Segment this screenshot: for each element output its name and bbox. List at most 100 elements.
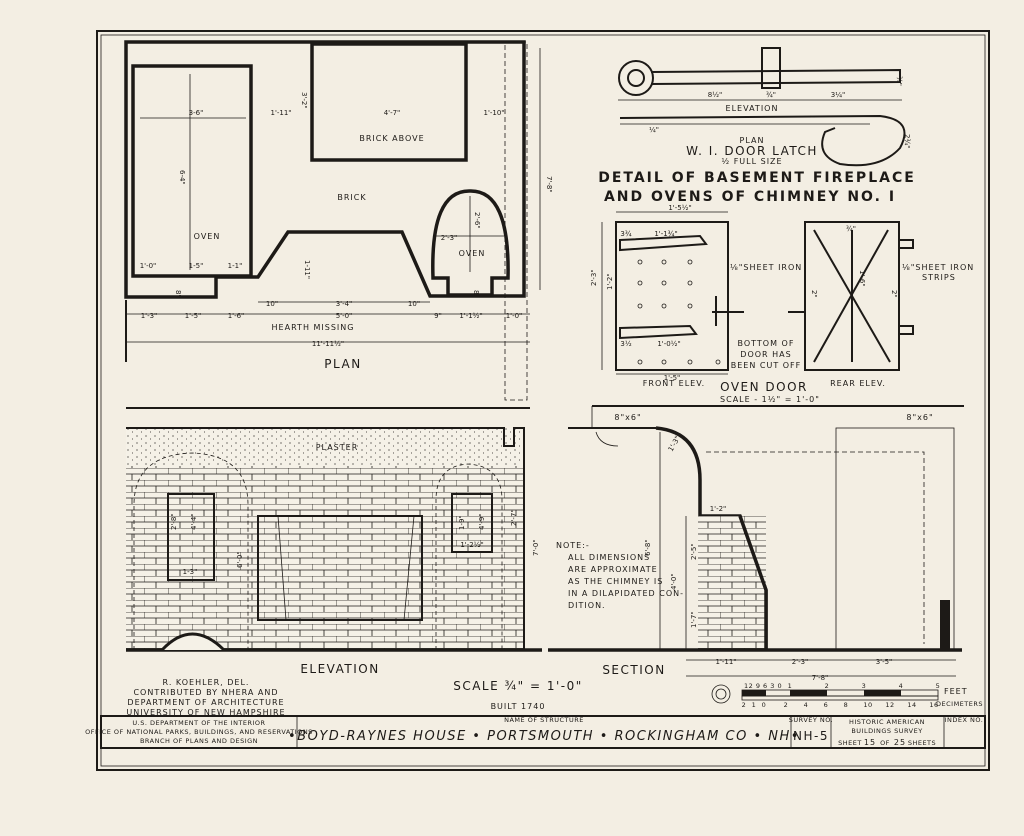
- note-line-1: NOTE:-: [556, 541, 590, 550]
- dim-label: 1'-0": [506, 312, 523, 320]
- beam-left-label: 8"x6": [614, 413, 641, 422]
- latch-elevation-label: ELEVATION: [726, 104, 779, 113]
- dim-label: 1-9": [458, 515, 466, 530]
- scale-bottom-label: 10: [863, 701, 872, 709]
- bottom-note-line-3: BEEN CUT OFF: [731, 361, 802, 370]
- scale-top-label: 2: [825, 682, 830, 690]
- dim-label: ¼": [649, 126, 659, 134]
- sheet-border: [96, 30, 990, 771]
- oven-door-title: OVEN DOOR: [720, 380, 808, 394]
- section-hidden-lines: [706, 451, 925, 644]
- scale-bar-fill: [790, 690, 827, 696]
- dim-label: 1'-2": [606, 273, 614, 290]
- plaster-label: PLASTER: [316, 443, 359, 452]
- latch-name: W. I. DOOR LATCH: [686, 144, 818, 158]
- scale-bar-feet: [741, 689, 939, 697]
- section-post: [940, 600, 950, 650]
- left-oven-arch: [133, 452, 249, 650]
- rivet: [661, 359, 667, 365]
- plan-left-oven: [131, 64, 253, 278]
- scale-bottom-label: 0: [762, 701, 767, 709]
- dim-label: 1-11": [303, 260, 311, 279]
- scale-bar-meters: [741, 695, 939, 701]
- sheet-number: 15: [864, 738, 876, 747]
- dim-label: 1'-1½": [459, 312, 482, 320]
- dim-label: 2¾": [903, 134, 911, 148]
- note-line-3: ARE APPROXIMATE: [568, 565, 658, 574]
- scale-top-label: 5: [936, 682, 941, 690]
- sheet-iron-strips-label-2: STRIPS: [922, 273, 956, 282]
- rear-hinge-bottom: [898, 325, 914, 335]
- scale-bottom-label: 6: [824, 701, 829, 709]
- dept-line-2: OFFICE OF NATIONAL PARKS, BUILDINGS, AND…: [85, 728, 313, 736]
- rivet: [637, 259, 643, 265]
- dim-label: 1-3": [183, 568, 198, 576]
- dim-label: 1'-0½": [657, 340, 680, 348]
- right-oven-opening: [451, 493, 493, 553]
- survey-number: NH-5: [793, 729, 829, 743]
- sheet-iron-strips-label-1: ⅛"SHEET IRON: [902, 263, 974, 272]
- dim-label: 1'-3": [141, 312, 158, 320]
- dim-label: 3'-5": [876, 658, 893, 666]
- plan-brick-label: BRICK: [337, 193, 366, 202]
- dim-label: 1'-2½": [460, 541, 483, 549]
- scale-bottom-label: 8: [844, 701, 849, 709]
- drawing-scale: SCALE ¾" = 1'-0": [453, 679, 583, 693]
- scale-top-label: 3: [862, 682, 867, 690]
- dim-label: 6'-8": [644, 539, 652, 556]
- rivet: [687, 259, 693, 265]
- dept-line-1: U.S. DEPARTMENT OF THE INTERIOR: [132, 719, 265, 727]
- dim-label: 6'-0": [236, 551, 244, 568]
- scale-bottom-label: 4: [804, 701, 809, 709]
- fireplace-splay: [277, 515, 415, 621]
- dim-label: 4'-9": [478, 513, 486, 530]
- plan-oven-right-label: OVEN: [459, 249, 486, 258]
- name-of-structure-label: NAME OF STRUCTURE: [504, 716, 584, 724]
- dim-label: 11'-11½": [312, 340, 344, 348]
- dim-label: 1'-1¾": [654, 230, 677, 238]
- elevation-top-edge: [126, 427, 525, 650]
- habs-line-2: BUILDINGS SURVEY: [851, 727, 922, 735]
- dim-label: 3¾: [620, 230, 631, 238]
- dim-label: 5'-0": [336, 312, 353, 320]
- dim-label: 1'-11": [270, 109, 291, 117]
- dim-label: 2": [890, 290, 898, 298]
- scale-bar-fill: [742, 690, 766, 696]
- dim-label: 4'-7": [384, 109, 401, 117]
- rivet: [637, 359, 643, 365]
- section-title: SECTION: [602, 663, 665, 677]
- structure-name: •BOYD-RAYNES HOUSE • PORTSMOUTH • ROCKIN…: [288, 729, 800, 744]
- survey-number-label: SURVEY NO.: [789, 716, 833, 724]
- dim-label: 3'-2": [300, 92, 308, 109]
- sheet-inner-border: [100, 34, 986, 767]
- scale-bottom-label: 16: [929, 701, 938, 709]
- rivet: [661, 303, 667, 309]
- bottom-note-line-1: BOTTOM OF: [738, 339, 795, 348]
- scale-feet-label: FEET: [944, 687, 968, 696]
- detail-title-line-1: DETAIL OF BASEMENT FIREPLACE: [598, 170, 916, 186]
- delineator: R. KOEHLER, DEL.: [163, 678, 250, 687]
- dim-label: ¾": [846, 225, 856, 233]
- dim-label: 1'-11": [715, 658, 736, 666]
- rivet: [715, 359, 721, 365]
- note-line-5: IN A DILAPIDATED CON-: [568, 589, 684, 598]
- dim-label: 7'-8": [812, 674, 829, 682]
- rivet: [661, 259, 667, 265]
- sheet-suffix: SHEETS: [908, 739, 936, 747]
- section-brick-mass: [698, 516, 766, 650]
- scale-top-label: 4: [899, 682, 904, 690]
- dim-label: 1'-3": [667, 435, 682, 453]
- compass-seal-inner: [715, 688, 727, 700]
- latch-size: ½ FULL SIZE: [721, 157, 782, 166]
- dim-label: 10": [266, 300, 278, 308]
- chimney-flue-dashed: [504, 41, 528, 401]
- dim-label: 7'-0": [532, 539, 540, 556]
- dim-label: 1'-10": [483, 109, 504, 117]
- section-hook: [595, 431, 619, 447]
- rivet: [637, 303, 643, 309]
- rear-hinge-top: [898, 239, 914, 249]
- dim-label: 3¼": [831, 91, 845, 99]
- sheet-prefix: SHEET: [838, 739, 862, 747]
- bottom-note-line-2: DOOR HAS: [740, 350, 791, 359]
